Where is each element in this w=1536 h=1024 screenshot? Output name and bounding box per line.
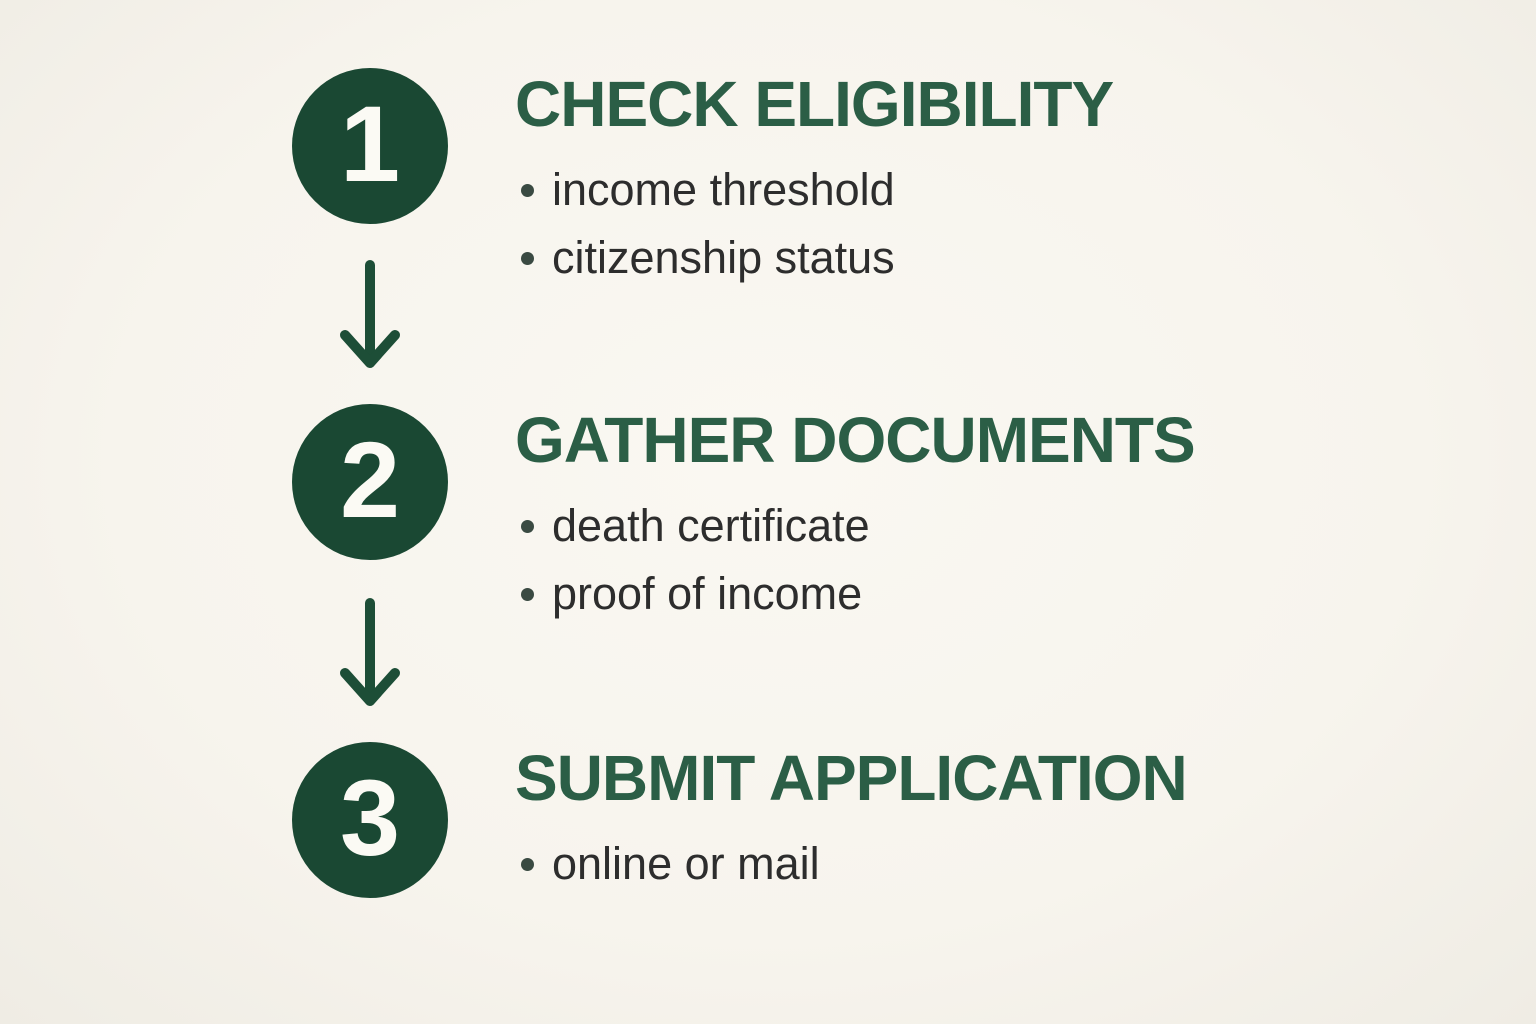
step-1-content: CHECK ELIGIBILITY income threshold citiz… — [515, 72, 1415, 292]
arrow-down-icon — [336, 258, 404, 378]
bullet-text: proof of income — [552, 568, 863, 619]
bullet-text: citizenship status — [552, 232, 895, 283]
bullet-text: online or mail — [552, 838, 820, 889]
step-2-number: 2 — [339, 419, 401, 540]
bullet-dot — [521, 183, 534, 197]
step-2-content: GATHER DOCUMENTS death certificate proof… — [515, 408, 1415, 628]
bullet-item: proof of income — [515, 560, 1415, 628]
step-2-number-badge: 2 — [292, 404, 448, 560]
bullet-text: death certificate — [552, 500, 870, 551]
step-1-bullet-list: income threshold citizenship status — [515, 156, 1415, 292]
step-3-number: 3 — [339, 757, 401, 878]
step-2-title: GATHER DOCUMENTS — [515, 404, 1196, 476]
bullet-dot — [521, 519, 534, 533]
bullet-item: citizenship status — [515, 224, 1415, 292]
bullet-item: death certificate — [515, 492, 1415, 560]
step-1-number: 1 — [339, 83, 401, 204]
step-3-number-badge: 3 — [292, 742, 448, 898]
arrow-down-icon — [336, 596, 404, 716]
step-1-title: CHECK ELIGIBILITY — [515, 68, 1114, 140]
step-3-content: SUBMIT APPLICATION online or mail — [515, 746, 1415, 898]
step-3-bullet-list: online or mail — [515, 830, 1415, 898]
bullet-item: income threshold — [515, 156, 1415, 224]
bullet-dot — [521, 251, 534, 265]
bullet-dot — [521, 857, 534, 871]
step-2-bullet-list: death certificate proof of income — [515, 492, 1415, 628]
step-1-number-badge: 1 — [292, 68, 448, 224]
bullet-dot — [521, 587, 534, 601]
bullet-text: income threshold — [552, 164, 895, 215]
bullet-item: online or mail — [515, 830, 1415, 898]
step-3-title: SUBMIT APPLICATION — [515, 742, 1188, 814]
